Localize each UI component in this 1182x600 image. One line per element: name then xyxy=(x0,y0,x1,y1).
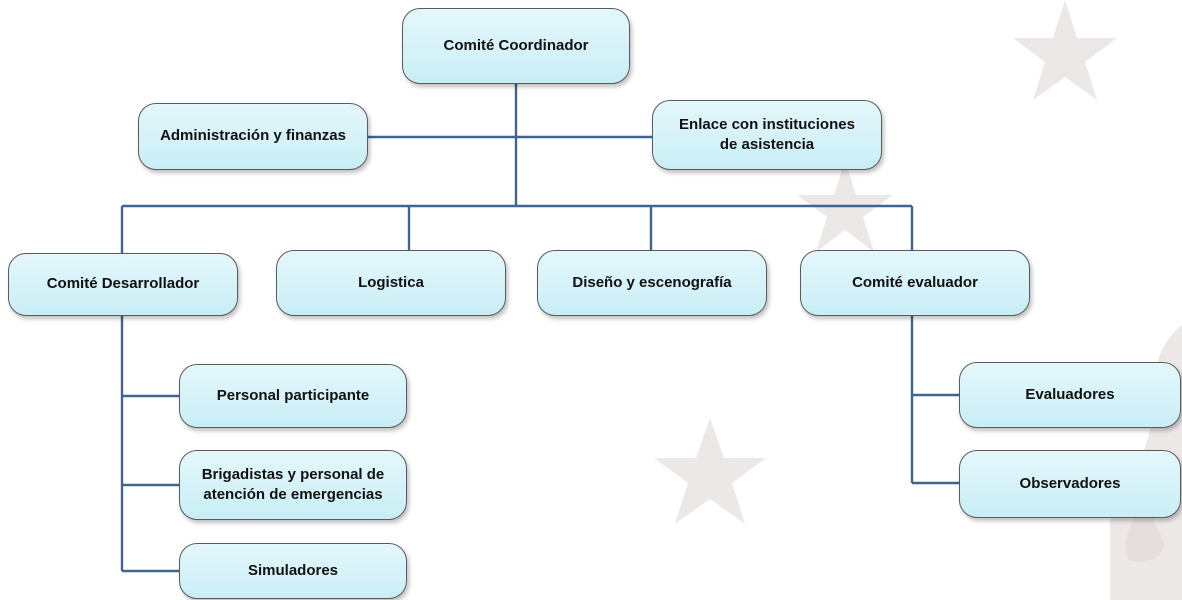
node-label: Diseño y escenografía xyxy=(572,273,732,291)
node-label: Observadores xyxy=(1019,474,1121,492)
node-simuladores: Simuladores xyxy=(179,543,407,599)
node-label: Enlace con instituciones de asistencia xyxy=(679,115,855,153)
node-comite-evaluador: Comité evaluador xyxy=(800,250,1030,316)
node-administracion-finanzas: Administración y finanzas xyxy=(138,103,368,170)
node-comite-desarrollador: Comité Desarrollador xyxy=(8,253,238,316)
node-personal-participante: Personal participante xyxy=(179,364,407,428)
node-label: Logistica xyxy=(358,273,424,291)
watermark-star-bottom xyxy=(654,418,766,524)
node-label: Comité Desarrollador xyxy=(46,275,200,293)
node-label: Simuladores xyxy=(247,561,339,579)
node-label: Brigadistas y personal de atención de em… xyxy=(201,465,385,503)
node-label: Evaluadores xyxy=(1025,385,1115,403)
node-logistica: Logistica xyxy=(276,250,506,316)
node-comite-coordinador: Comité Coordinador xyxy=(402,8,630,84)
node-label: Comité evaluador xyxy=(852,273,978,291)
node-label: Administración y finanzas xyxy=(160,127,346,145)
node-evaluadores: Evaluadores xyxy=(959,362,1181,428)
watermark-emblem-flame xyxy=(1125,500,1165,562)
watermark-star-top-right xyxy=(1013,0,1117,100)
node-enlace-instituciones: Enlace con instituciones de asistencia xyxy=(652,100,882,170)
node-observadores: Observadores xyxy=(959,450,1181,518)
node-diseno-escenografia: Diseño y escenografía xyxy=(537,250,767,316)
node-brigadistas: Brigadistas y personal de atención de em… xyxy=(179,450,407,520)
node-label: Comité Coordinador xyxy=(443,36,589,54)
node-label: Personal participante xyxy=(216,386,370,404)
